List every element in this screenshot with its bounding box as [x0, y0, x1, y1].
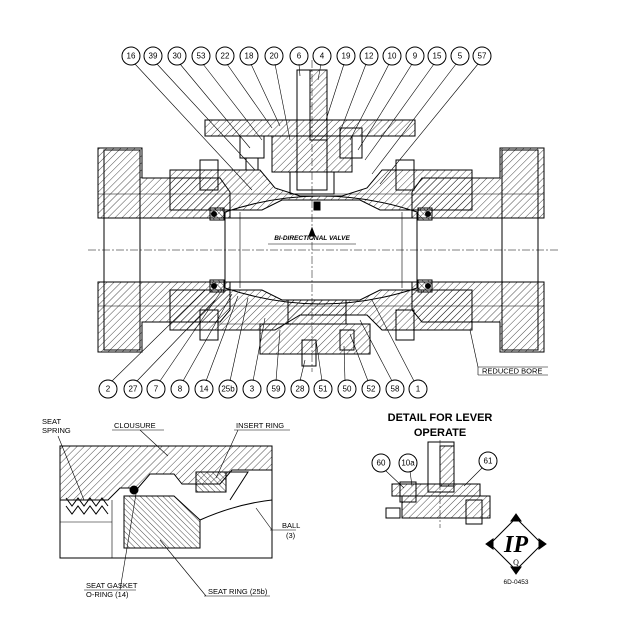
callout-bubble: 18: [239, 46, 259, 66]
callout-bubble: 9: [405, 46, 425, 66]
callout-bubble: 58: [385, 379, 405, 399]
flow-direction-label: BI-DIRECTIONAL VALVE: [274, 235, 350, 242]
svg-text:51: 51: [319, 385, 328, 394]
ball-label-line1: BALL: [282, 521, 300, 530]
svg-text:1: 1: [416, 385, 421, 394]
lever-callout-bubble: 61: [478, 451, 498, 471]
svg-text:22: 22: [221, 52, 230, 61]
svg-text:6: 6: [297, 52, 302, 61]
callout-bubble: 15: [427, 46, 447, 66]
svg-text:10a: 10a: [401, 459, 415, 468]
svg-text:27: 27: [129, 385, 138, 394]
reduced-bore-label: REDUCED BORE: [482, 367, 542, 376]
seat-gasket-label-line2: O-RING (14): [86, 590, 129, 599]
svg-text:61: 61: [484, 457, 493, 466]
svg-text:10: 10: [388, 52, 397, 61]
callout-bubble: 16: [121, 46, 141, 66]
callout-bubble: 22: [215, 46, 235, 66]
svg-text:3: 3: [250, 385, 255, 394]
callout-bubble: 2: [98, 379, 118, 399]
seat-gasket-label-line1: SEAT GASKET: [86, 581, 138, 590]
callout-bubble: 25b: [218, 379, 238, 399]
logo-sub: Q: [513, 558, 519, 567]
callout-bubble: 14: [194, 379, 214, 399]
bottom-callouts: 2 27 7 8 14 25b 3 59 28 51 50 52 58 1: [98, 379, 428, 399]
callout-bubble: 5: [450, 46, 470, 66]
seat-spring-label-line1: SEAT: [42, 417, 61, 426]
svg-text:53: 53: [197, 52, 206, 61]
svg-text:39: 39: [149, 52, 158, 61]
svg-text:59: 59: [272, 385, 281, 394]
lever-detail-title-line2: OPERATE: [414, 427, 466, 439]
callout-bubble: 27: [123, 379, 143, 399]
seat-spring-label-line2: SPRING: [42, 426, 71, 435]
callout-bubble: 51: [313, 379, 333, 399]
callout-bubble: 19: [336, 46, 356, 66]
svg-text:60: 60: [377, 459, 386, 468]
top-leader-lines: [134, 63, 479, 191]
svg-text:52: 52: [367, 385, 376, 394]
reduced-bore-note: REDUCED BORE: [469, 329, 548, 376]
bottom-leader-lines: [111, 289, 415, 382]
callout-bubble: 50: [337, 379, 357, 399]
svg-text:9: 9: [413, 52, 418, 61]
logo-code: 6D-0453: [504, 579, 529, 586]
lever-callout-bubble: 60: [371, 453, 391, 473]
svg-text:30: 30: [173, 52, 182, 61]
callout-bubble: 53: [191, 46, 211, 66]
svg-text:18: 18: [245, 52, 254, 61]
lever-detail: DETAIL FOR LEVER OPERATE 60 10a 61: [371, 412, 498, 528]
svg-text:25b: 25b: [221, 385, 235, 394]
callout-bubble: 39: [143, 46, 163, 66]
callout-bubble: 52: [361, 379, 381, 399]
lever-detail-title-line1: DETAIL FOR LEVER: [388, 412, 493, 424]
svg-text:7: 7: [154, 385, 159, 394]
callout-bubble: 57: [472, 46, 492, 66]
callout-bubble: 8: [170, 379, 190, 399]
svg-text:28: 28: [296, 385, 305, 394]
top-callouts: 16 39 30 53 22 18 20 6 4 19 12 10 9 15 5…: [121, 46, 492, 66]
callout-bubble: 28: [290, 379, 310, 399]
svg-text:16: 16: [127, 52, 136, 61]
lever-callout-bubble: 10a: [398, 453, 418, 473]
svg-text:58: 58: [391, 385, 400, 394]
seat-ring-label: SEAT RING (25b): [208, 587, 268, 596]
svg-text:4: 4: [320, 52, 325, 61]
svg-text:12: 12: [365, 52, 374, 61]
svg-text:2: 2: [106, 385, 111, 394]
main-assembly-section: BI-DIRECTIONAL VALVE: [88, 60, 560, 372]
callout-bubble: 30: [167, 46, 187, 66]
svg-text:57: 57: [478, 52, 487, 61]
callout-bubble: 6: [289, 46, 309, 66]
callout-bubble: 12: [359, 46, 379, 66]
insert-ring-label: INSERT RING: [236, 421, 284, 430]
callout-bubble: 4: [312, 46, 332, 66]
callout-bubble: 10: [382, 46, 402, 66]
svg-text:15: 15: [433, 52, 442, 61]
callout-bubble: 59: [266, 379, 286, 399]
closure-label: CLOUSURE: [114, 421, 156, 430]
svg-text:50: 50: [343, 385, 352, 394]
seat-detail: SEAT SPRING CLOUSURE INSERT RING BALL (3…: [42, 417, 300, 599]
svg-text:20: 20: [270, 52, 279, 61]
ball-label-line2: (3): [286, 531, 296, 540]
svg-text:14: 14: [200, 385, 209, 394]
svg-text:5: 5: [458, 52, 463, 61]
svg-text:8: 8: [178, 385, 183, 394]
callout-bubble: 3: [242, 379, 262, 399]
callout-bubble: 7: [146, 379, 166, 399]
svg-text:19: 19: [342, 52, 351, 61]
api-monogram-logo: IP Q 6D-0453: [485, 513, 547, 586]
logo-mark: IP: [503, 532, 528, 558]
callout-bubble: 20: [264, 46, 284, 66]
callout-bubble: 1: [408, 379, 428, 399]
